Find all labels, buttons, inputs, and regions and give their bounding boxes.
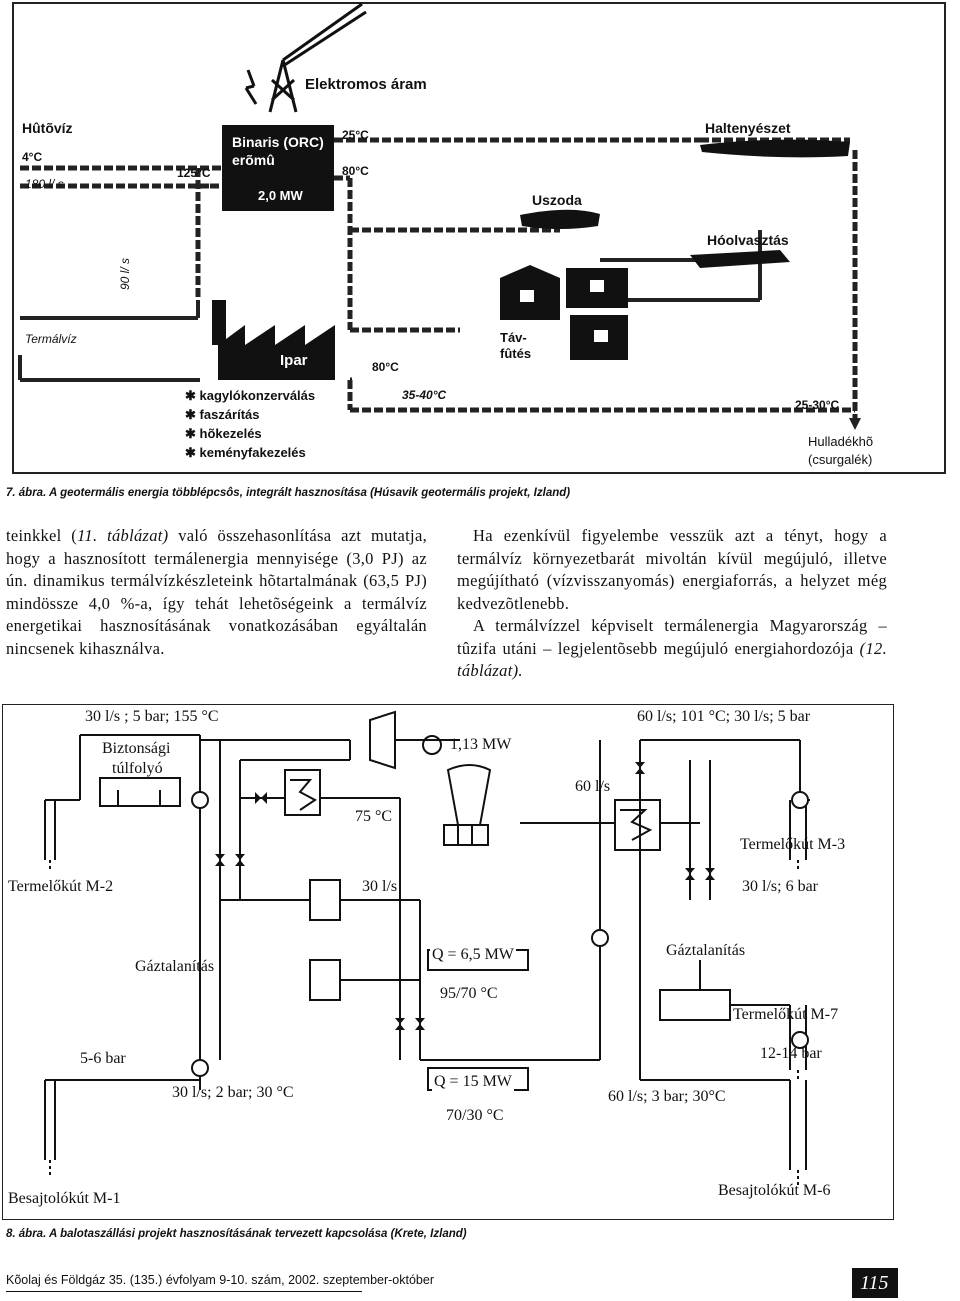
flow-30-label: 30 l/s <box>362 878 398 895</box>
industry-item: ✱ faszárítás <box>185 407 260 422</box>
figure-7-frame <box>12 2 946 474</box>
industry-item: ✱ keményfakezelés <box>185 445 306 460</box>
orc-line1: Binaris (ORC) <box>232 134 324 150</box>
biztonsagi-label-1: Biztonsági <box>102 740 171 757</box>
hoolvasztas-label: Hóolvasztás <box>707 232 789 248</box>
right-paragraph-2-body: A termálvízzel képviselt termálenergia M… <box>457 616 887 658</box>
industry-item-label: hõkezelés <box>199 426 262 441</box>
temp-25-30c-label: 25-30°C <box>795 398 840 412</box>
flow-90-label: 90 l/ s <box>118 257 132 290</box>
degassing-left-label: Gáztalanítás <box>135 958 215 975</box>
pressure-5-6bar-label: 5-6 bar <box>80 1050 126 1067</box>
well-m1-label: Besajtolókút M-1 <box>8 1190 121 1207</box>
ipar-label: Ipar <box>280 352 308 369</box>
temp-95-70-label: 95/70 °C <box>440 985 498 1002</box>
figure-8-caption: 8. ábra. A balotaszállási projekt haszno… <box>6 1228 467 1240</box>
q-65mw-label: Q = 6,5 MW <box>430 946 516 964</box>
temp-125c-label: 125°C <box>177 166 211 180</box>
table-reference-11: 11. táblázat) <box>77 526 169 545</box>
industry-item: ✱ kagylókonzerválás <box>185 388 316 403</box>
hulladekho-label-1: Hulladékhõ <box>808 434 874 449</box>
well-m3-label: Termelőkút M-3 <box>740 836 846 853</box>
fig8-top-left-label: 30 l/s ; 5 bar; 155 °C <box>85 708 219 725</box>
page-number: 115 <box>860 1272 889 1294</box>
temp-70-30-label: 70/30 °C <box>446 1107 504 1124</box>
temp-75-label: 75 °C <box>355 808 393 825</box>
well-m6-label: Besajtolókút M-6 <box>718 1182 831 1199</box>
right-paragraph-2: A termálvízzel képviselt termálenergia M… <box>457 615 887 683</box>
uszoda-label: Uszoda <box>532 192 582 208</box>
figure-8-frame <box>2 704 894 1220</box>
left-paragraph: teinkkel (11. táblázat) való összehasonl… <box>6 525 427 660</box>
fig8-top-right-label: 60 l/s; 101 °C; 30 l/s; 5 bar <box>637 708 811 725</box>
right-paragraph-1: Ha ezenkívül figyelembe vesszük azt a té… <box>457 526 887 613</box>
flow-60-label: 60 l/s <box>575 778 611 795</box>
industry-item-label: faszárítás <box>199 407 260 422</box>
temp-4c-label: 4°C <box>22 150 43 164</box>
left-bottom-flow-label: 30 l/s; 2 bar; 30 °C <box>172 1084 294 1101</box>
right-bottom-flow-label: 60 l/s; 3 bar; 30°C <box>608 1088 726 1105</box>
hutoviz-label: Hûtõvíz <box>22 120 73 136</box>
industry-item-label: kagylókonzerválás <box>199 388 316 403</box>
pressure-12-14bar-label: 12-14 bar <box>760 1045 822 1062</box>
termalviz-label: Termálvíz <box>25 332 77 346</box>
left-paragraph-lead: teinkkel ( <box>6 526 78 545</box>
well-m7-label: Termelőkút M-7 <box>733 1006 839 1023</box>
table-reference-12: (12. táblázat). <box>457 638 887 681</box>
q-15mw-label: Q = 15 MW <box>432 1073 514 1091</box>
temp-25c-label: 25°C <box>342 128 369 142</box>
flow-30-6bar-label: 30 l/s; 6 bar <box>742 878 818 895</box>
industry-list: ✱ kagylókonzerválás ✱ faszárítás ✱ hõkez… <box>185 388 385 464</box>
orc-line2: erõmû <box>232 152 275 168</box>
tav-label-1: Táv- <box>500 330 527 345</box>
temp-35-40c-label: 35-40°C <box>402 388 447 402</box>
temp-80c-top-label: 80°C <box>342 164 369 178</box>
left-paragraph-body: való összehasonlítása azt mutatja, hogy … <box>6 526 427 658</box>
hulladekho-label-2: (csurgalék) <box>808 452 873 467</box>
haltenyeszet-label: Haltenyészet <box>705 120 791 136</box>
figure-7-caption: 7. ábra. A geotermális energia többlépcs… <box>6 487 571 499</box>
journal-footer: Kõolaj és Földgáz 35. (135.) évfolyam 9-… <box>6 1273 434 1287</box>
tav-label-2: fûtés <box>500 346 532 361</box>
page-number-box <box>852 1268 898 1298</box>
flow-180-label: 180 l/ s <box>25 177 64 191</box>
text-column-left: teinkkel (11. táblázat) való összehasonl… <box>6 525 427 660</box>
industry-item-label: keményfakezelés <box>199 445 306 460</box>
power-label: 1,13 MW <box>450 736 512 753</box>
footer-rule <box>6 1291 362 1292</box>
text-column-right: Ha ezenkívül figyelembe vesszük azt a té… <box>457 525 887 683</box>
degassing-right-label: Gáztalanítás <box>666 942 746 959</box>
industry-item: ✱ hõkezelés <box>185 426 262 441</box>
biztonsagi-label-2: túlfolyó <box>112 760 163 777</box>
elektromos-label: Elektromos áram <box>305 76 427 93</box>
temp-80c-bottom-label: 80°C <box>372 360 399 374</box>
well-m2-label: Termelőkút M-2 <box>8 878 114 895</box>
orc-power: 2,0 MW <box>258 188 303 203</box>
